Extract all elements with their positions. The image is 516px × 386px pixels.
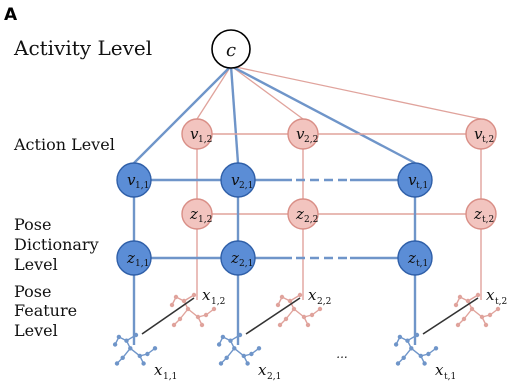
svg-text:x: x (154, 361, 163, 379)
blue-dictionary-node-1-subscript: 1,1 (135, 259, 149, 269)
svg-text:v: v (127, 171, 136, 189)
skeleton-link-1 (141, 297, 195, 335)
pose-feature-label-line3: Level (14, 321, 58, 340)
edge-c-to-blue-v-3 (230, 64, 416, 165)
pose-dictionary-label-line3: Level (14, 255, 58, 274)
grid-edges (132, 133, 482, 345)
root-edges (133, 64, 482, 165)
svg-text:1,1: 1,1 (163, 372, 177, 382)
skeleton-pink-3 (453, 292, 501, 328)
svg-text:2,2: 2,2 (317, 297, 331, 307)
action-level-label: Action Level (13, 135, 115, 154)
blue-dictionary-node-2-subscript: 2,1 (239, 259, 253, 269)
pink-action-node-1-subscript: 1,2 (198, 135, 212, 145)
blue-action-node-3-subscript: t,1 (416, 181, 428, 191)
svg-text:z: z (126, 249, 135, 267)
root-node-label: c (226, 40, 236, 61)
svg-text:x: x (308, 286, 317, 304)
pose-feature-label-line1: Pose (14, 282, 51, 301)
edge-c-to-pink-v-1 (196, 65, 232, 120)
edge-c-to-pink-v-3 (230, 65, 482, 120)
svg-text:2,1: 2,1 (267, 372, 281, 382)
panel-label: A (4, 5, 18, 25)
feature-ellipsis: ... (336, 347, 347, 361)
pink-dictionary-node-3-subscript: t,2 (482, 215, 494, 225)
edge-c-to-pink-v-2 (230, 65, 304, 120)
svg-text:x: x (202, 286, 211, 304)
pose-skeletons (112, 292, 501, 366)
svg-text:z: z (189, 205, 198, 223)
svg-text:z: z (295, 205, 304, 223)
edge-c-to-blue-v-1 (133, 65, 232, 164)
svg-text:v: v (190, 125, 199, 143)
svg-text:v: v (408, 171, 417, 189)
skeleton-blue-3 (393, 332, 439, 366)
skeleton-blue-2 (216, 332, 262, 366)
svg-text:z: z (473, 205, 482, 223)
svg-text:t,1: t,1 (444, 372, 456, 382)
skeleton-blue-1 (112, 332, 158, 366)
svg-text:v: v (474, 125, 483, 143)
activity-level-label: Activity Level (13, 36, 152, 60)
pink-dictionary-node-2-subscript: 2,2 (304, 215, 318, 225)
svg-text:z: z (230, 249, 239, 267)
blue-dictionary-node-3-subscript: t,1 (416, 259, 428, 269)
svg-text:x: x (435, 361, 444, 379)
blue-action-node-2-subscript: 2,1 (239, 181, 253, 191)
svg-text:x: x (486, 286, 495, 304)
svg-text:v: v (231, 171, 240, 189)
pink-action-node-3-subscript: t,2 (482, 135, 494, 145)
pose-dictionary-label-line1: Pose (14, 215, 51, 234)
blue-action-node-1-subscript: 1,1 (135, 181, 149, 191)
svg-text:v: v (296, 125, 305, 143)
svg-text:1,2: 1,2 (211, 297, 225, 307)
pose-feature-label-line2: Feature (14, 301, 77, 320)
skeleton-link-2 (245, 297, 301, 335)
skeleton-link-3 (422, 297, 479, 335)
root-node-c (211, 29, 251, 69)
pink-dictionary-node-1-subscript: 1,2 (198, 215, 212, 225)
skeleton-pink-2 (275, 292, 323, 328)
pose-dictionary-label-line2: Dictionary (14, 235, 99, 254)
pink-action-node-2-subscript: 2,2 (304, 135, 318, 145)
svg-text:t,2: t,2 (495, 297, 507, 307)
skeleton-pink-1 (169, 292, 217, 328)
svg-text:x: x (258, 361, 267, 379)
edge-c-to-blue-v-2 (229, 65, 240, 164)
svg-text:z: z (407, 249, 416, 267)
